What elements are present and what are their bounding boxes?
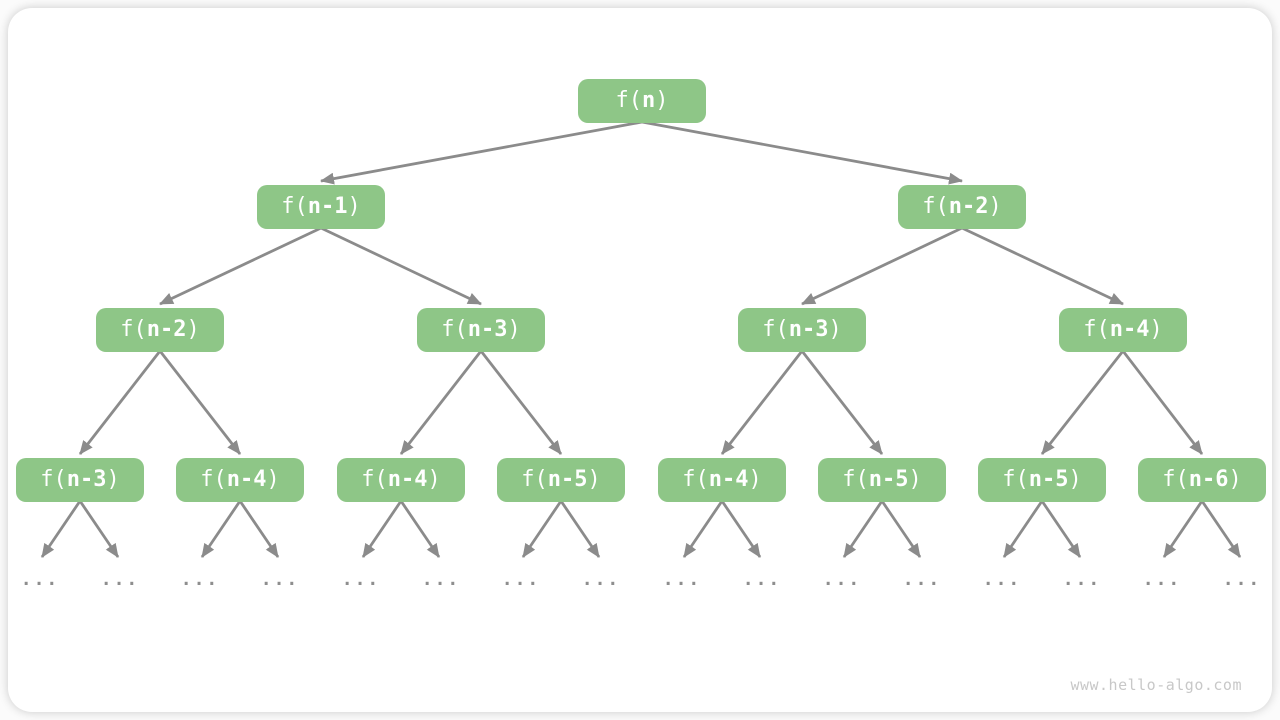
tree-node-n10: f(n-5) — [497, 458, 625, 502]
node-label: f(n-3) — [762, 317, 842, 342]
ellipsis-leaf: ... — [180, 569, 220, 590]
ellipsis-leaf: ... — [1222, 569, 1262, 590]
tree-node-n12: f(n-5) — [818, 458, 946, 502]
node-label: f(n-5) — [521, 467, 601, 492]
tree-node-n8: f(n-4) — [176, 458, 304, 502]
tree-node-n2: f(n-2) — [898, 185, 1026, 229]
ellipsis-leaf: ... — [341, 569, 381, 590]
ellipsis-leaf: ... — [1142, 569, 1182, 590]
node-label: f(n-4) — [361, 467, 441, 492]
node-label: f(n-5) — [842, 467, 922, 492]
ellipsis-leaf: ... — [501, 569, 541, 590]
ellipsis-leaf: ... — [1062, 569, 1102, 590]
ellipsis-leaf: ... — [822, 569, 862, 590]
node-label: f(n-4) — [1083, 317, 1163, 342]
tree-node-n1: f(n-1) — [257, 185, 385, 229]
tree-node-n7: f(n-3) — [16, 458, 144, 502]
tree-node-n9: f(n-4) — [337, 458, 465, 502]
watermark-text: www.hello-algo.com — [1070, 676, 1242, 694]
node-label: f(n-4) — [200, 467, 280, 492]
node-label: f(n-1) — [281, 194, 361, 219]
tree-node-n14: f(n-6) — [1138, 458, 1266, 502]
ellipsis-leaf: ... — [742, 569, 782, 590]
ellipsis-leaf: ... — [421, 569, 461, 590]
ellipsis-leaf: ... — [20, 569, 60, 590]
ellipsis-leaf: ... — [100, 569, 140, 590]
tree-node-n11: f(n-4) — [658, 458, 786, 502]
node-label: f(n-3) — [40, 467, 120, 492]
node-label: f(n) — [615, 88, 669, 113]
ellipsis-leaf: ... — [581, 569, 621, 590]
node-label: f(n-2) — [922, 194, 1002, 219]
tree-node-n0: f(n) — [578, 79, 706, 123]
ellipsis-leaf: ... — [982, 569, 1022, 590]
node-label: f(n-3) — [441, 317, 521, 342]
tree-node-n4: f(n-3) — [417, 308, 545, 352]
tree-node-n13: f(n-5) — [978, 458, 1106, 502]
node-label: f(n-6) — [1162, 467, 1242, 492]
ellipsis-leaf: ... — [902, 569, 942, 590]
node-label: f(n-2) — [120, 317, 200, 342]
tree-node-n3: f(n-2) — [96, 308, 224, 352]
ellipsis-leaf: ... — [260, 569, 300, 590]
tree-node-n6: f(n-4) — [1059, 308, 1187, 352]
tree-node-n5: f(n-3) — [738, 308, 866, 352]
node-label: f(n-4) — [682, 467, 762, 492]
ellipsis-leaf: ... — [662, 569, 702, 590]
node-label: f(n-5) — [1002, 467, 1082, 492]
